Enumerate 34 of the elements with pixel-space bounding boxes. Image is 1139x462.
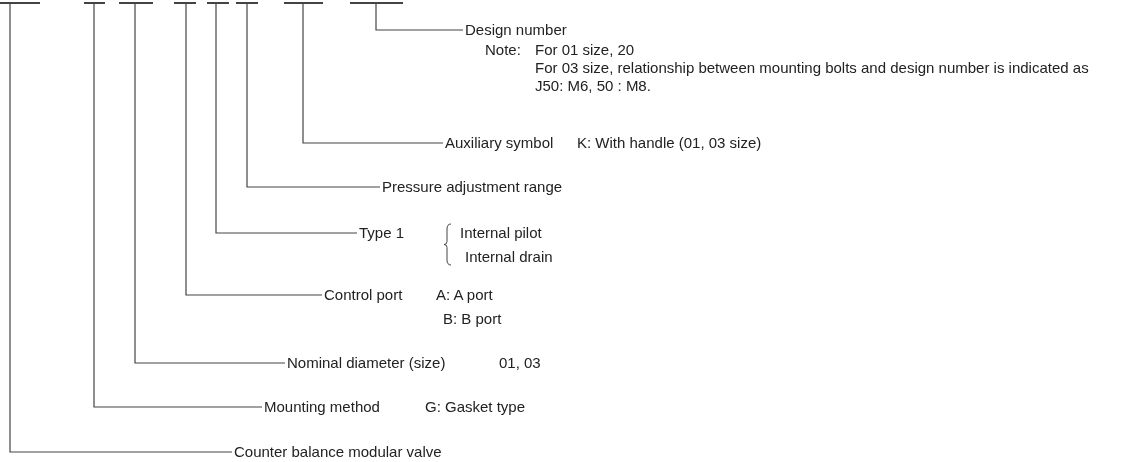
leader-line xyxy=(215,3,358,234)
blank-underline xyxy=(174,2,196,4)
part-name: Control port xyxy=(324,286,403,304)
part-name: Type 1 xyxy=(359,224,405,242)
blank-underline xyxy=(284,2,323,4)
part-name: Pressure adjustment range xyxy=(382,178,563,196)
leader-line xyxy=(246,3,381,188)
part-name: Counter balance modular valve xyxy=(234,443,442,461)
option-text: K: With handle (01, 03 size) xyxy=(577,134,762,152)
leader-line xyxy=(185,3,323,296)
leader-line xyxy=(302,3,444,144)
blank-underline xyxy=(119,2,153,4)
part-name: Mounting method xyxy=(264,398,380,416)
blank-underline xyxy=(0,2,40,4)
note-text: For 03 size, relationship between mounting bolts and design number is indicated as J50: M6, 50 : M8. xyxy=(535,59,1090,95)
option-text: A: A port xyxy=(436,286,493,304)
leader-line xyxy=(93,3,263,408)
option-text: 01, 03 xyxy=(499,354,541,372)
leader-line xyxy=(134,3,286,364)
part-name: Auxiliary symbol xyxy=(445,134,554,152)
blank-underline xyxy=(84,2,105,4)
note-label: Note: xyxy=(485,41,521,59)
blank-underline xyxy=(207,2,229,4)
option-text: Internal pilot xyxy=(460,224,542,242)
option-text: Internal drain xyxy=(465,248,553,266)
note-text: For 01 size, 20 xyxy=(535,41,635,59)
leader-line xyxy=(375,3,464,31)
part-name: Nominal diameter (size) xyxy=(287,354,446,372)
leader-line xyxy=(9,3,233,453)
option-text: B: B port xyxy=(443,310,502,328)
option-text: G: Gasket type xyxy=(425,398,526,416)
part-name: Design number xyxy=(465,21,567,39)
blank-underline xyxy=(350,2,403,4)
blank-underline xyxy=(236,2,258,4)
